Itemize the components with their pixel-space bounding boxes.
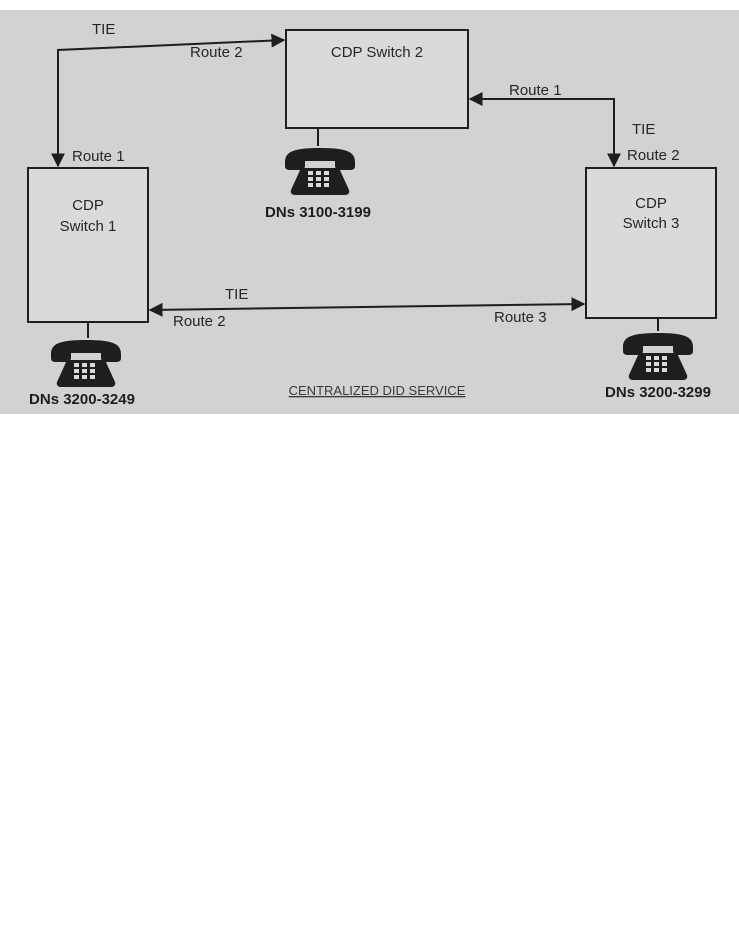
switch3-box <box>585 167 717 319</box>
keypad-key <box>308 177 313 181</box>
phone1-dn-range: DNs 3200-3249 <box>29 391 135 408</box>
keypad-key <box>316 171 321 175</box>
link-1-2-route-switch2: Route 2 <box>190 44 243 61</box>
switch1-label-line2: Switch 1 <box>60 218 117 235</box>
switch3-label-line2: Switch 3 <box>623 215 680 232</box>
keypad-key <box>82 375 87 379</box>
keypad-key <box>316 177 321 181</box>
link-switch1-switch3-line <box>148 297 586 317</box>
keypad-key <box>74 369 79 373</box>
keypad-key <box>662 368 667 372</box>
keypad-key <box>646 356 651 360</box>
keypad-key <box>646 368 651 372</box>
keypad-key <box>308 183 313 187</box>
keypad-key <box>324 171 329 175</box>
link-switch1-switch2-line <box>51 33 286 168</box>
keypad-key <box>654 368 659 372</box>
keypad-key <box>324 183 329 187</box>
link-switch2-switch3-line <box>468 92 621 168</box>
link-2-3-route-switch2: Route 1 <box>509 82 562 99</box>
link-1-3-route-switch3: Route 3 <box>494 309 547 326</box>
link-2-3-route-switch3: Route 2 <box>627 147 680 164</box>
telephone-icon <box>51 340 121 387</box>
keypad-key <box>90 375 95 379</box>
keypad-key <box>654 362 659 366</box>
link-1-2-route-switch1: Route 1 <box>72 148 125 165</box>
phone2-dn-range: DNs 3100-3199 <box>265 204 371 221</box>
keypad-key <box>74 363 79 367</box>
link-1-3-type: TIE <box>225 286 248 303</box>
switch3-label-line1: CDP <box>635 195 667 212</box>
link-1-2-type: TIE <box>92 21 115 38</box>
link-1-3-route-switch1: Route 2 <box>173 313 226 330</box>
switch2-label: CDP Switch 2 <box>331 44 423 61</box>
keypad-key <box>316 183 321 187</box>
switch1-box <box>27 167 149 323</box>
switch2-box <box>285 29 469 129</box>
link-2-3-type: TIE <box>632 121 655 138</box>
keypad-key <box>662 362 667 366</box>
keypad-key <box>324 177 329 181</box>
keypad-key <box>654 356 659 360</box>
keypad-key <box>90 369 95 373</box>
keypad-key <box>82 363 87 367</box>
telephone-icon <box>285 148 355 195</box>
keypad-key <box>662 356 667 360</box>
keypad-key <box>646 362 651 366</box>
phone3-dn-range: DNs 3200-3299 <box>605 384 711 401</box>
keypad-key <box>308 171 313 175</box>
telephone-icon <box>623 333 693 380</box>
switch1-label-line1: CDP <box>72 197 104 214</box>
keypad-key <box>82 369 87 373</box>
keypad-key <box>74 375 79 379</box>
diagram-caption: CENTRALIZED DID SERVICE <box>289 383 466 398</box>
keypad-key <box>90 363 95 367</box>
